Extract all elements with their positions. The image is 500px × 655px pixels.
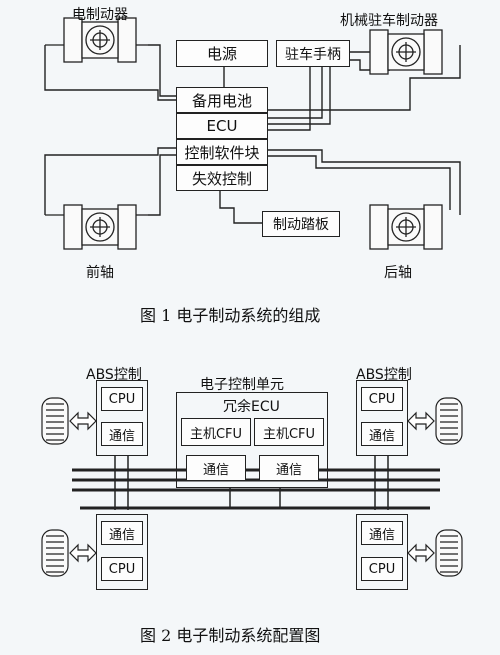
figure1-caption: 图 1 电子制动系统的组成: [140, 306, 321, 325]
redundant-ecu-frame: [176, 392, 328, 488]
backup-battery-box: 备用电池: [176, 87, 268, 113]
rear-wire-bottom: [268, 149, 461, 215]
double-arrow-icons: [69, 411, 435, 563]
power-source-box: 电源: [176, 40, 268, 67]
rear-wire-bottom-2: [268, 155, 451, 210]
ecu-to-pedal-line: [219, 190, 262, 224]
abs-wheel-top-left-icon: [41, 397, 69, 445]
figure1-diagram: [44, 17, 461, 250]
comm-box: 通信: [259, 455, 319, 481]
abs-unit-top-left: [96, 380, 148, 456]
front-axle-label: 前轴: [86, 265, 114, 281]
parking-handle-box: 驻车手柄: [276, 40, 350, 67]
redundant-ecu-label: 冗余ECU: [223, 399, 280, 415]
front-left-brake-wire-2: [148, 44, 176, 97]
comm-box: 通信: [361, 521, 403, 545]
abs-unit-bottom-left: [96, 514, 148, 590]
mechanical-parking-brake-label: 机械驻车制动器: [340, 13, 438, 29]
main-cfu-right-box: 主机CFU: [254, 418, 324, 446]
comm-box: 通信: [361, 422, 403, 446]
rear-top-wheel-icon: [369, 29, 443, 75]
cpu-box: CPU: [361, 387, 403, 411]
front-left-wheel-icon: [45, 17, 148, 63]
ecu-unit-title: 电子控制单元: [200, 377, 284, 393]
parking-handle-line: [268, 67, 311, 131]
front-left-brake-wire: [44, 45, 176, 101]
cpu-box: CPU: [101, 387, 143, 411]
comm-box: 通信: [101, 521, 143, 545]
rear-axle-wheel-icon: [369, 204, 443, 250]
abs-wheel-bottom-left-icon: [41, 529, 69, 577]
front-bottom-brake-wire: [44, 147, 176, 215]
cpu-box: CPU: [101, 557, 143, 581]
main-cfu-left-box: 主机CFU: [181, 418, 251, 446]
abs-control-right-label: ABS控制: [356, 367, 412, 383]
abs-wheel-top-right-icon: [435, 397, 463, 445]
front-axle-wheel-icon: [45, 204, 148, 250]
electric-brake-label: 电制动器: [72, 7, 128, 23]
figure2-caption: 图 2 电子制动系统配置图: [140, 626, 321, 645]
rear-wire-top-3: [268, 45, 461, 111]
abs-wheel-bottom-right-icon: [435, 529, 463, 577]
rear-axle-label: 后轴: [384, 265, 412, 281]
comm-box: 通信: [101, 422, 143, 446]
abs-unit-bottom-right: [356, 514, 408, 590]
front-bottom-brake-wire-2: [148, 154, 176, 216]
ecu-box: ECU: [176, 113, 268, 139]
cpu-box: CPU: [361, 557, 403, 581]
brake-pedal-box: 制动踏板: [262, 211, 340, 237]
comm-box: 通信: [186, 455, 246, 481]
abs-unit-top-right: [356, 380, 408, 456]
control-software-box: 控制软件块: [176, 139, 268, 165]
abs-control-left-label: ABS控制: [86, 367, 142, 383]
failure-control-box: 失效控制: [176, 165, 268, 191]
